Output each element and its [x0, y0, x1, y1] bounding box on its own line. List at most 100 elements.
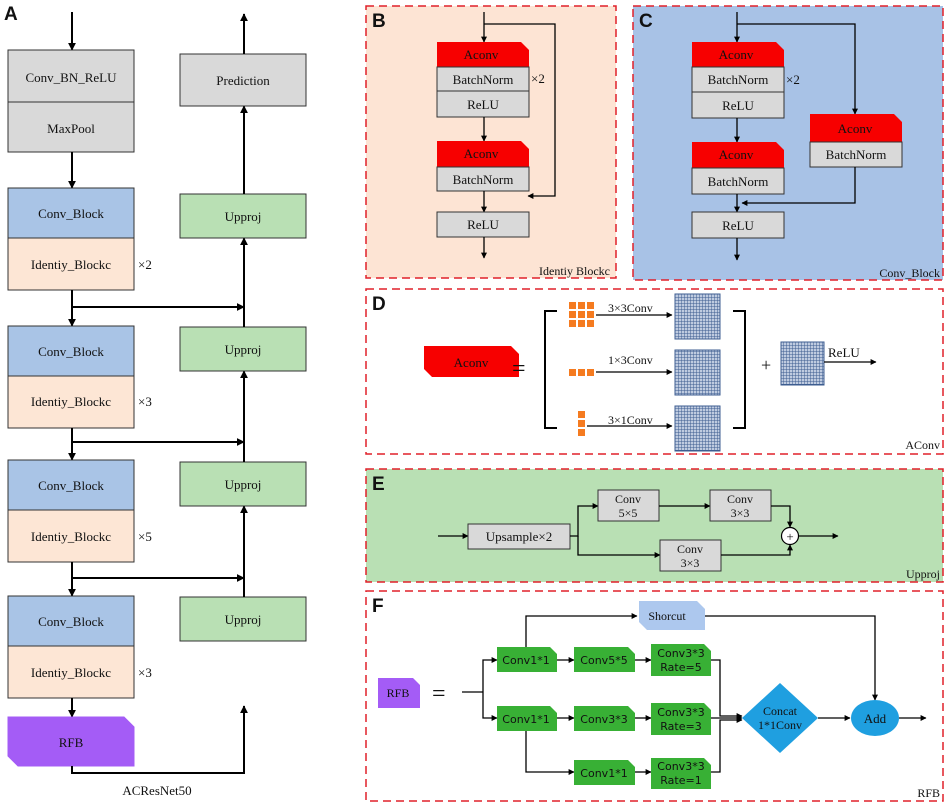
panel-f-equals: =	[432, 681, 446, 707]
stage2-conv-block-box	[7, 325, 135, 377]
panel-b-skip-path	[484, 23, 556, 199]
panel-e-conv3x3-lower-box	[659, 539, 722, 572]
panel-d-right-bracket	[733, 310, 746, 429]
kernel-1x3-icon	[569, 369, 594, 376]
panel-c-branch-path	[737, 23, 858, 115]
stage4-identity-box	[7, 645, 135, 699]
panel-e-conv3x3-lower-line1: Conv	[677, 542, 703, 556]
stage3-multiplier: ×5	[138, 529, 152, 544]
panel-d-aconv-box	[424, 346, 519, 377]
panel-c-side-batchnorm-label: BatchNorm	[826, 147, 887, 162]
stage3-identity-label: Identiy_Blockc	[31, 529, 111, 544]
panel-f-conv3x3-box	[574, 706, 635, 731]
panel-f-shortcut-label: Shorcut	[648, 609, 686, 623]
panel-e-conv5x5-line2: 5×5	[619, 506, 638, 520]
panel-f-conv1x1-top-label: Conv1*1	[502, 654, 549, 667]
panel-e-conv5x5-line1: Conv	[615, 492, 641, 506]
panel-f-caption: RFB	[917, 786, 940, 800]
panel-f-concat-line1: Concat	[763, 704, 798, 718]
panel-a-caption: ACResNet50	[122, 783, 191, 798]
panel-f-dilated-mid-box	[651, 703, 711, 735]
rfb-to-upproj4-path	[71, 705, 248, 774]
panel-e-conv3x3-upper-line2: 3×3	[731, 506, 750, 520]
panel-e-sum-node	[780, 526, 800, 546]
panel-c-aconv2-label: Aconv	[719, 147, 754, 162]
panel-b-letter: B	[372, 11, 386, 32]
panel-e-conv3x3-lower-line2: 3×3	[681, 556, 700, 570]
panel-e-sum-symbol: +	[786, 529, 793, 544]
panel-e-arrow-lower-to-sum	[721, 544, 793, 556]
upproj1-box	[179, 193, 307, 239]
stage2-identity-label: Identiy_Blockc	[31, 394, 111, 409]
panel-c-batchnorm2-label: BatchNorm	[708, 174, 769, 189]
conv-bn-relu-label: Conv_BN_ReLU	[26, 70, 118, 85]
panel-f-conv5x5-label: Conv5*5	[580, 654, 627, 667]
panel-d-conv3x3-label: 3×3Conv	[608, 301, 653, 315]
stage1-identity-label: Identiy_Blockc	[31, 257, 111, 272]
panel-b-multiplier: ×2	[531, 71, 545, 86]
panel-f-add-node	[851, 700, 899, 736]
panel-f-conv1x1-mid-label: Conv1*1	[502, 713, 549, 726]
feature-map-1x3	[674, 349, 721, 396]
kernel-3x3-icon	[569, 302, 594, 327]
panel-c-aconv1-box	[692, 42, 784, 67]
panel-f-branch-bot	[525, 731, 575, 775]
panel-f-rfb-label: RFB	[387, 686, 410, 700]
panel-b-relu1-box	[436, 90, 530, 118]
panel-f-branch-mid	[482, 692, 498, 721]
maxpool-label: MaxPool	[47, 121, 95, 136]
panel-d-left-bracket	[544, 310, 557, 429]
panel-f-dilated-bot-line2: Rate=1	[660, 774, 701, 787]
panel-e-conv5x5-box	[597, 489, 660, 522]
panel-f-rfb-box	[378, 678, 420, 708]
maxpool-box	[7, 101, 135, 153]
panel-e-caption: Upproj	[906, 567, 940, 581]
prediction-label: Prediction	[216, 73, 270, 88]
stage2-multiplier: ×3	[138, 394, 152, 409]
panel-f-conv1x1-bot-box	[574, 760, 635, 785]
panel-d-conv1x3-label: 1×3Conv	[608, 353, 653, 367]
panel-e-upper-branch	[570, 503, 599, 537]
panel-c-aconv2-box	[692, 142, 784, 168]
panel-c-relu2-label: ReLU	[722, 218, 754, 233]
feature-map-3x3	[674, 293, 721, 340]
stage1-conv-block-box	[7, 187, 135, 239]
panel-f-shortcut-box	[639, 601, 705, 630]
panel-d-plus: +	[761, 355, 771, 375]
upproj3-box	[179, 461, 307, 507]
panel-c-side-aconv-box	[810, 114, 902, 142]
panel-c-batchnorm2-box	[691, 167, 785, 195]
panel-f-shortcut-to-add	[705, 615, 878, 701]
upproj2-box	[179, 326, 307, 372]
panel-b-aconv2-box	[437, 141, 529, 167]
panel-c-conv-block: C Aconv BatchNorm ReLU ×2 Aconv BatchNor…	[632, 5, 944, 281]
panel-f-arrow-to-shortcut	[525, 613, 638, 647]
panel-c-batchnorm1-label: BatchNorm	[708, 72, 769, 87]
panel-c-caption: Conv_Block	[879, 266, 940, 280]
prediction-box	[179, 53, 307, 107]
stage2-identity-box	[7, 375, 135, 429]
panel-e-letter: E	[372, 474, 385, 495]
stage1-identity-box	[7, 237, 135, 291]
panel-f-concat-diamond	[742, 683, 818, 753]
panel-c-side-aconv-label: Aconv	[838, 121, 873, 136]
upproj1-label: Upproj	[225, 209, 262, 224]
panel-e-frame	[365, 468, 944, 583]
rfb-box	[7, 716, 135, 767]
panel-d-conv3x1-label: 3×1Conv	[608, 413, 653, 427]
panel-f-concat-line2: 1*1Conv	[758, 718, 802, 732]
panel-c-relu1-box	[691, 91, 785, 119]
panel-b-batchnorm2-box	[436, 166, 530, 192]
panel-e-upsample-label: Upsample×2	[486, 529, 553, 544]
panel-c-side-batchnorm-box	[809, 141, 903, 168]
panel-b-relu1-label: ReLU	[467, 97, 499, 112]
upproj4-box	[179, 596, 307, 642]
panel-e-arrow-upper-to-sum	[771, 505, 793, 528]
stage3-conv-block-label: Conv_Block	[38, 478, 104, 493]
panel-c-aconv1-label: Aconv	[719, 47, 754, 62]
upproj3-label: Upproj	[225, 477, 262, 492]
panel-d-caption: AConv	[905, 438, 940, 452]
panel-b-caption: Identiy Blockc	[539, 264, 610, 278]
panel-f-dilated-bot-line1: Conv3*3	[657, 760, 704, 773]
